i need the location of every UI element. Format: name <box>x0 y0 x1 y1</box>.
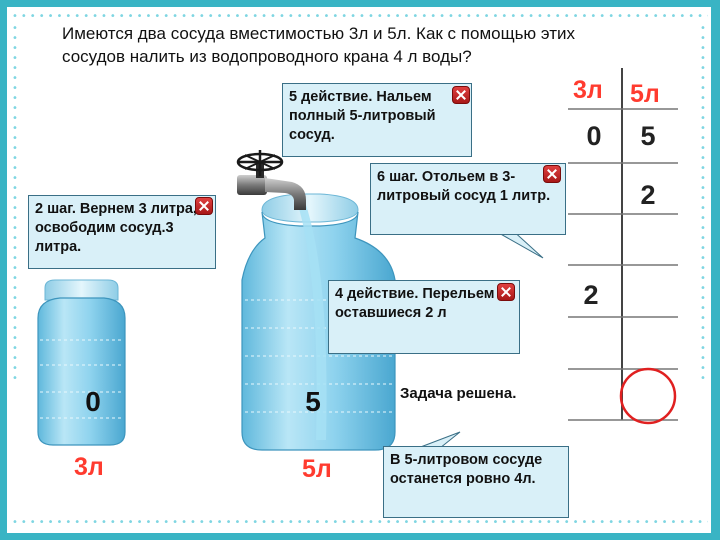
callout-step-4: 4 действие. Перельем оставшиеся 2 л <box>328 280 520 354</box>
water-stream <box>298 205 327 440</box>
callout-step-2: 2 шаг. Вернем 3 литра, освободим сосуд.3… <box>28 195 216 269</box>
callout-step-4-text: 4 действие. Перельем оставшиеся 2 л <box>335 286 495 321</box>
table-cell-r4-3l: 2 <box>583 280 599 310</box>
callout-step-6: 6 шаг. Отольем в 3-литровый сосуд 1 литр… <box>370 163 566 235</box>
callout-step-5: 5 действие. Нальем полный 5-литровый сос… <box>282 83 472 157</box>
callout-step-5-text: 5 действие. Нальем полный 5-литровый сос… <box>289 89 436 143</box>
jar-3l <box>37 279 126 446</box>
frame-dots-left: • • • • • • • • • • • • • • • • • • • • … <box>12 24 18 384</box>
table-header-3l: 3л <box>573 76 603 104</box>
callout-step-2-text: 2 шаг. Вернем 3 литра, освободим сосуд.3… <box>35 201 197 255</box>
callout-step-6-text: 6 шаг. Отольем в 3-литровый сосуд 1 литр… <box>377 169 551 204</box>
close-icon[interactable] <box>452 86 470 104</box>
faucet-icon <box>236 150 306 210</box>
table-cell-r1-3l: 0 <box>586 121 602 151</box>
close-icon[interactable] <box>195 197 213 215</box>
table-cell-r2-5l: 2 <box>640 180 656 210</box>
frame-dots-bottom: ••••••••••••••••••••••••••••••••••••••••… <box>12 518 708 528</box>
jar-3l-value: 0 <box>85 386 101 417</box>
jar-5l-label: 5л <box>302 455 332 483</box>
table-cell-r1-5l: 5 <box>640 121 656 151</box>
close-icon[interactable] <box>497 283 515 301</box>
jar-5l-value: 5 <box>305 386 321 417</box>
solved-label: Задача решена. <box>400 385 517 402</box>
callout-result: В 5-литровом сосуде останется ровно 4л. <box>383 446 569 518</box>
jar-3l-label: 3л <box>74 453 104 481</box>
callout-result-text: В 5-литровом сосуде останется ровно 4л. <box>390 452 543 487</box>
problem-statement: Имеются два сосуда вместимостью 3л и 5л.… <box>62 24 575 66</box>
frame-dots-top: ••••••••••••••••••••••••••••••••••••••••… <box>12 12 708 22</box>
answer-circle <box>619 367 677 425</box>
frame-dots-right: • • • • • • • • • • • • • • • • • • • • … <box>700 24 706 384</box>
close-icon[interactable] <box>543 165 561 183</box>
table-header-5l: 5л <box>630 80 660 108</box>
